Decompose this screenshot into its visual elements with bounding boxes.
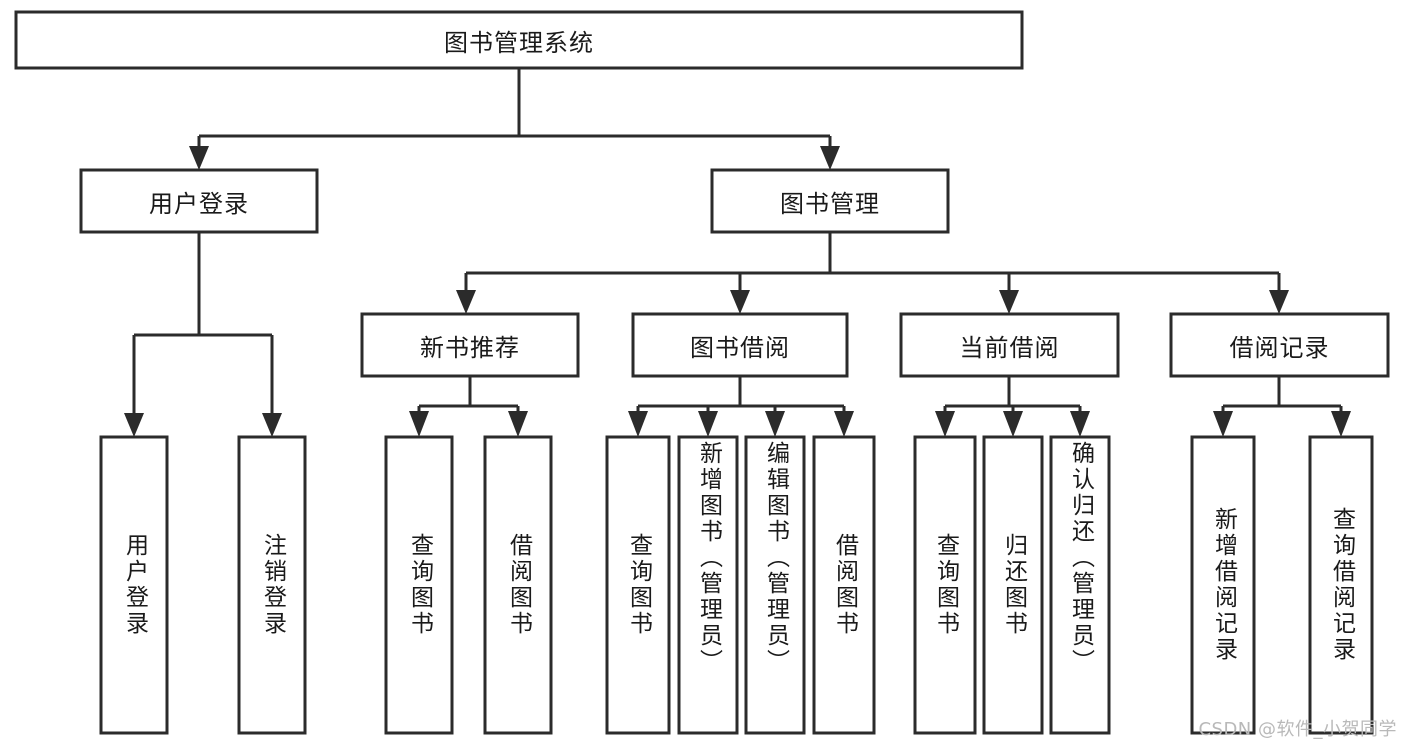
- node-box-book-borrow[interactable]: [631, 312, 849, 378]
- node-box-borrow-record[interactable]: [1169, 312, 1390, 378]
- node-box-group: [14, 10, 1390, 735]
- arrowhead-leaf-add-book-admin: [698, 411, 718, 437]
- node-box-leaf-edit-book-admin[interactable]: [744, 435, 806, 735]
- arrowhead-book-borrow: [730, 290, 750, 314]
- node-box-leaf-query-book-current[interactable]: [913, 435, 977, 735]
- watermark-text: CSDN @软件_小贺同学: [1198, 719, 1397, 740]
- arrowhead-leaf-confirm-return-admin: [1070, 411, 1090, 437]
- node-box-leaf-return-book[interactable]: [982, 435, 1044, 735]
- node-box-book-manage[interactable]: [710, 168, 950, 234]
- node-box-leaf-add-borrow-record[interactable]: [1190, 435, 1256, 735]
- node-box-current-borrow[interactable]: [899, 312, 1120, 378]
- node-box-leaf-query-book-borrow[interactable]: [605, 435, 671, 735]
- node-box-leaf-add-book-admin[interactable]: [677, 435, 739, 735]
- arrowhead-leaf-logout: [262, 413, 282, 437]
- arrowhead-borrow-record: [1269, 290, 1289, 314]
- arrowhead-leaf-query-book-current: [935, 411, 955, 437]
- node-box-leaf-logout[interactable]: [237, 435, 307, 735]
- arrowhead-user-login: [189, 146, 209, 170]
- arrowhead-leaf-query-borrow-record: [1331, 411, 1351, 437]
- connector-group: [124, 68, 1351, 437]
- node-box-leaf-borrow-book[interactable]: [812, 435, 876, 735]
- node-box-new-book-recommend[interactable]: [360, 312, 580, 378]
- arrowhead-new-book-recommend: [456, 290, 476, 314]
- arrowhead-leaf-user-login: [124, 413, 144, 437]
- arrowhead-book-manage: [820, 146, 840, 170]
- node-box-leaf-query-book-rec[interactable]: [384, 435, 454, 735]
- node-box-leaf-user-login[interactable]: [99, 435, 169, 735]
- arrowhead-leaf-add-borrow-record: [1213, 411, 1233, 437]
- node-box-leaf-query-borrow-record[interactable]: [1308, 435, 1374, 735]
- arrowhead-leaf-edit-book-admin: [765, 411, 785, 437]
- arrowhead-leaf-query-book-borrow: [628, 411, 648, 437]
- arrowhead-leaf-borrow-book-rec: [508, 411, 528, 437]
- arrowhead-current-borrow: [999, 290, 1019, 314]
- arrowhead-leaf-query-book-rec: [409, 411, 429, 437]
- arrowhead-leaf-borrow-book: [834, 411, 854, 437]
- arrowhead-leaf-return-book: [1003, 411, 1023, 437]
- node-box-leaf-confirm-return-admin[interactable]: [1049, 435, 1111, 735]
- node-box-root[interactable]: [14, 10, 1024, 70]
- node-box-leaf-borrow-book-rec[interactable]: [483, 435, 553, 735]
- node-box-user-login[interactable]: [79, 168, 319, 234]
